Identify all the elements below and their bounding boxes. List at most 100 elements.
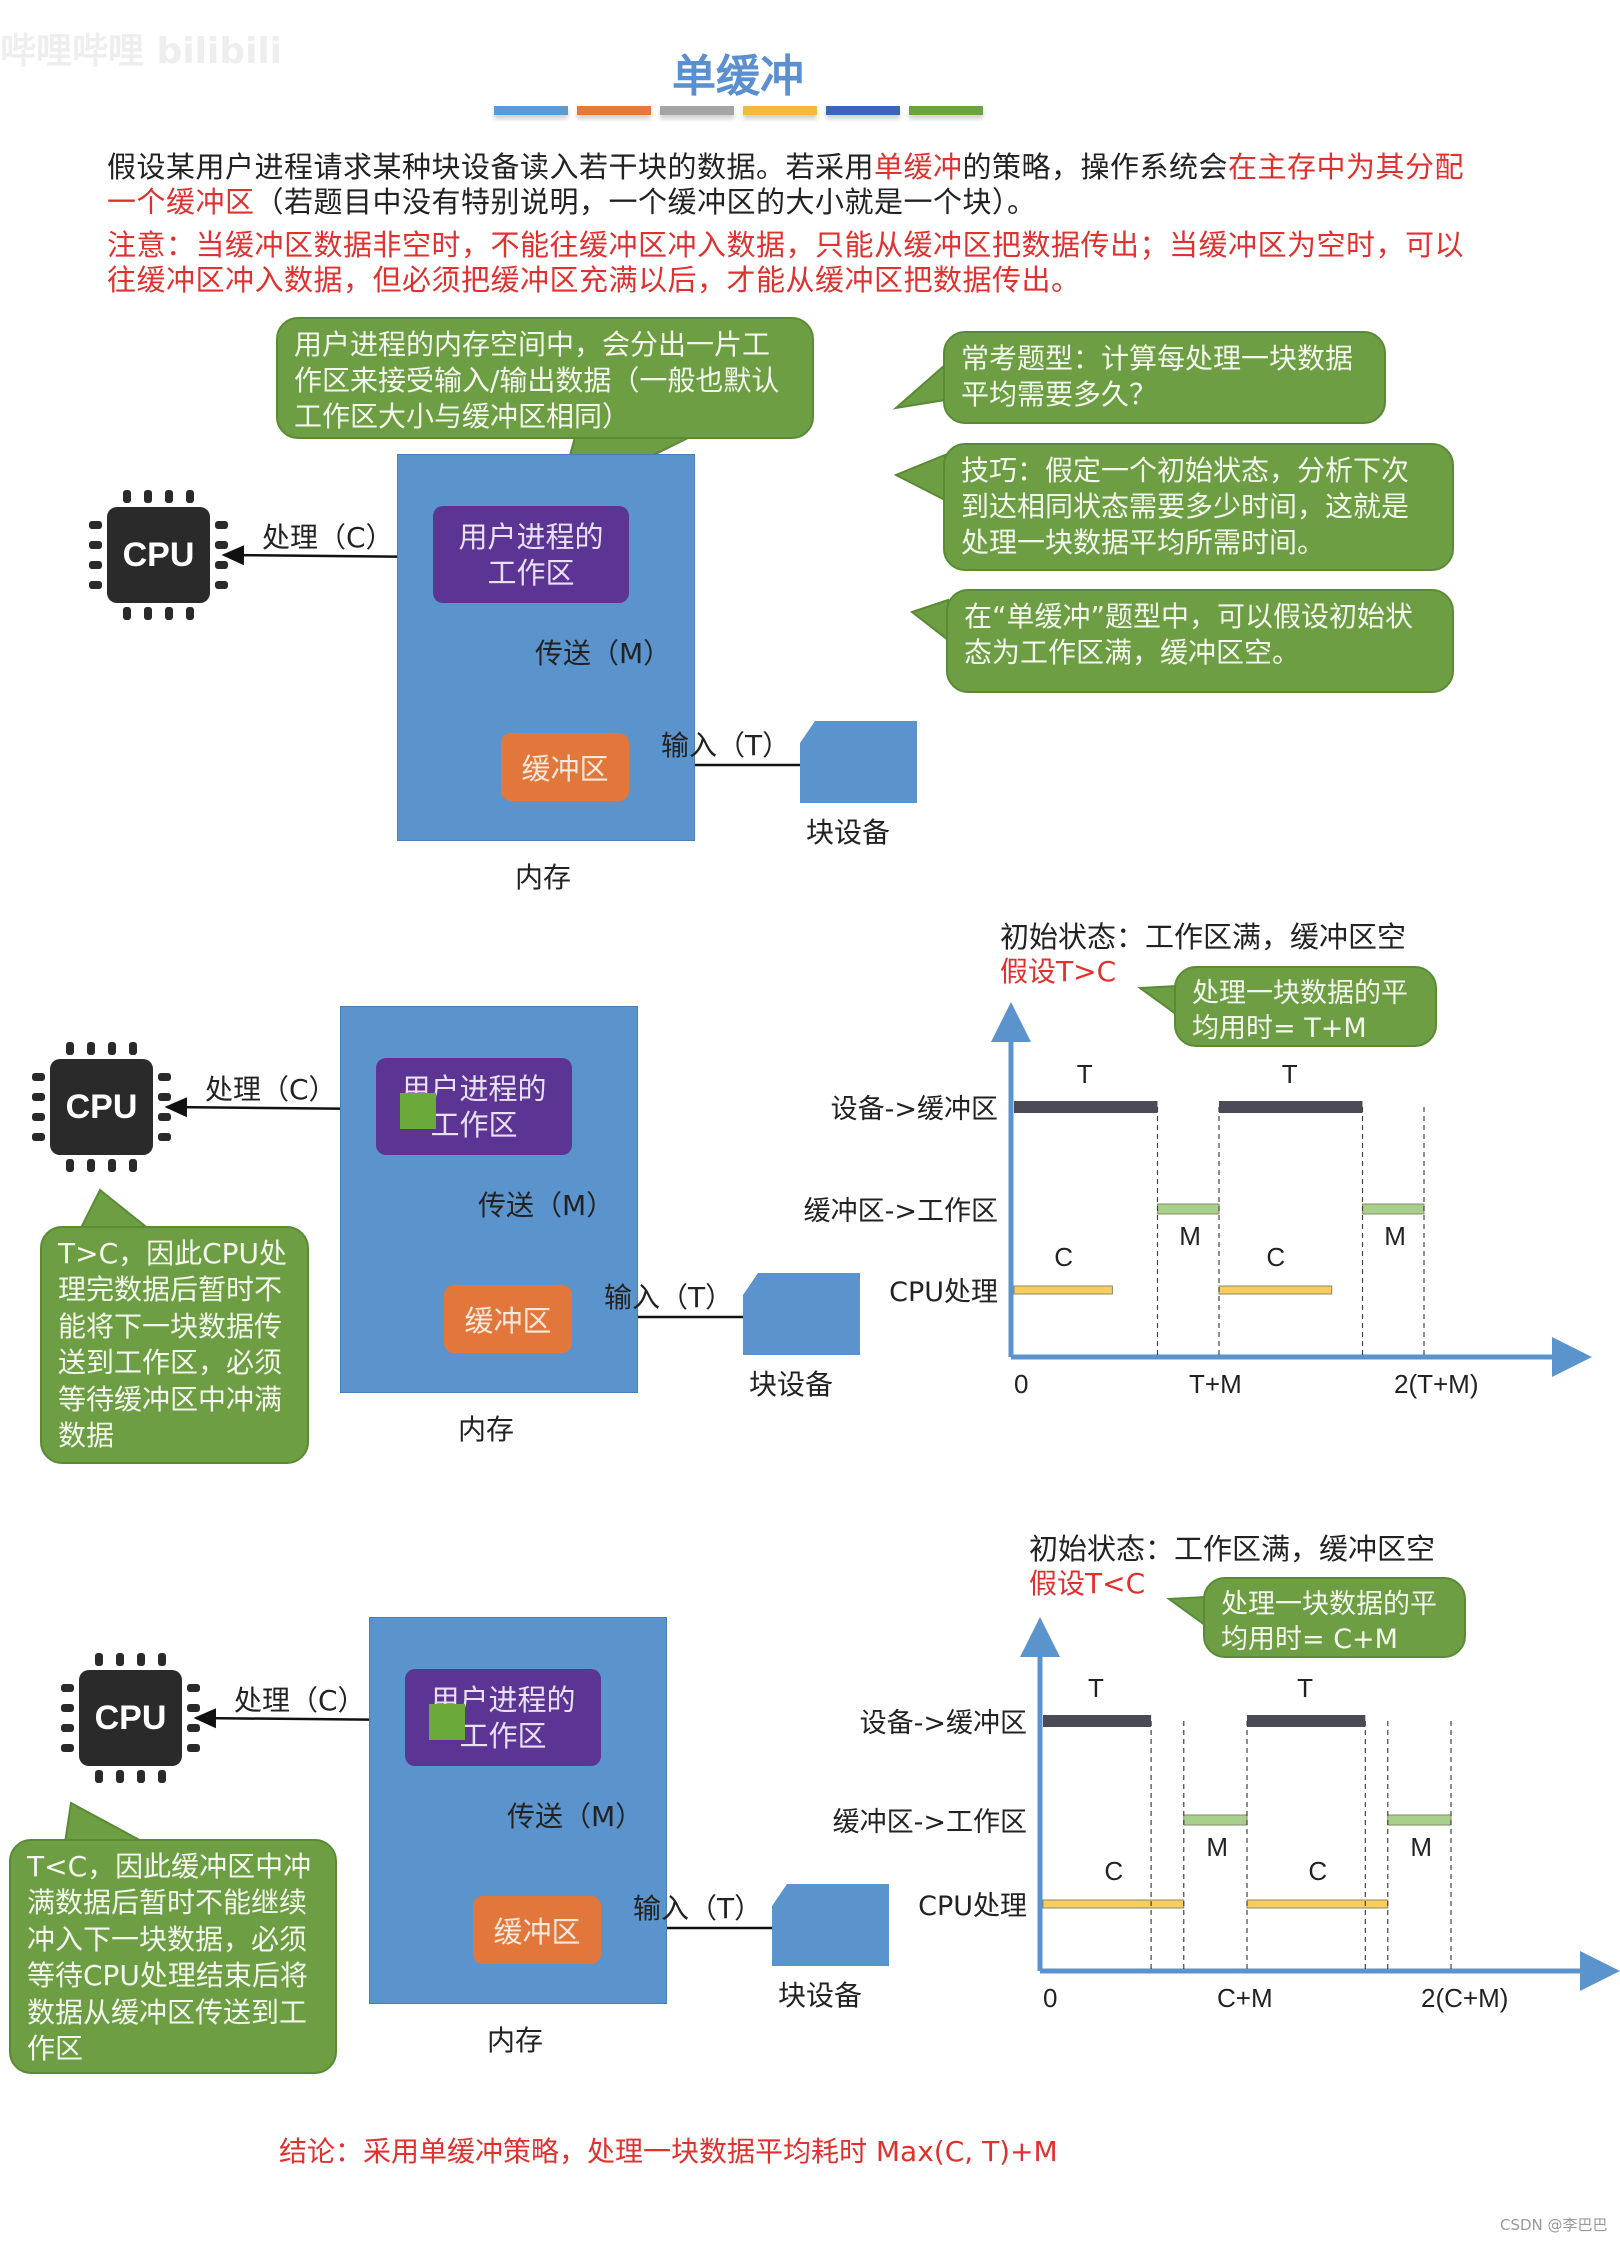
row-label: CPU处理	[889, 1277, 998, 1308]
segment-bar-M	[1183, 1814, 1248, 1826]
segment-label: M	[1410, 1832, 1433, 1862]
cpu-pin	[123, 607, 131, 620]
buffer-box: 缓冲区	[444, 1285, 572, 1353]
memory-callout: 用户进程的内存空间中，会分出一片工作区来接受输入/输出数据（一般也默认工作区大小…	[276, 317, 814, 439]
title-underline-bar	[743, 106, 817, 115]
assumption-text: 假设T<C	[1029, 1567, 1146, 1600]
work-area-box: 用户进程的工作区	[433, 506, 629, 603]
row-label: 缓冲区->工作区	[832, 1807, 1027, 1838]
question-callout-tail	[892, 362, 946, 410]
cpu-pin	[87, 1042, 95, 1055]
memory-label: 内存	[458, 1413, 515, 1446]
cpu-pin	[129, 1159, 137, 1172]
t-less-c-note-tail	[63, 1801, 146, 1844]
x-tick-label: 0	[1014, 1369, 1029, 1399]
row-label: 缓冲区->工作区	[803, 1196, 998, 1227]
cpu-pin	[116, 1770, 124, 1783]
highlight-text: 在主存中为其分配一个缓冲区	[107, 150, 1465, 219]
segment-label: T	[1076, 1059, 1093, 1089]
cpu-pin	[32, 1133, 45, 1141]
segment-label: M	[1384, 1221, 1406, 1251]
conclusion: 结论：采用单缓冲策略，处理一块数据平均耗时 Max(C, T)+M	[279, 2135, 1058, 2168]
cpu-pin	[165, 607, 173, 620]
segment-label: M	[1179, 1221, 1201, 1251]
transfer-label: 传送（M）	[507, 1800, 644, 1833]
memory-label: 内存	[487, 2024, 544, 2057]
cpu-pin	[215, 561, 228, 569]
input-label: 输入（T）	[633, 1892, 763, 1925]
cpu-icon: CPU	[79, 1670, 182, 1766]
intro-text: 假设某用户进程请求某种块设备读入若干块的数据。若采用	[107, 150, 875, 184]
green-marker	[429, 1704, 465, 1740]
cpu-pin	[89, 561, 102, 569]
highlight-text: 单缓冲	[874, 150, 963, 184]
title-underline-bar	[577, 106, 651, 115]
segment-bar-C	[1246, 1899, 1389, 1909]
segment-bar-C	[1218, 1285, 1333, 1295]
cpu-pin	[129, 1042, 137, 1055]
work-area-label: 用户进程的	[458, 519, 604, 554]
segment-bar-C	[1042, 1899, 1185, 1909]
work-area-label: 工作区	[487, 555, 575, 590]
work-area-box: 用户进程的工作区	[405, 1669, 601, 1766]
average-time-callout: 处理一块数据的平均用时= T+M	[1174, 966, 1437, 1047]
buffer-box: 缓冲区	[473, 1896, 601, 1964]
cpu-pin	[61, 1684, 74, 1692]
tip-callout-tail	[893, 453, 946, 502]
cpu-pin	[32, 1073, 45, 1081]
cpu-pin	[116, 1653, 124, 1666]
block-device-icon	[800, 721, 917, 803]
initial-state-callout-tail	[909, 598, 949, 643]
cpu-pin	[95, 1653, 103, 1666]
cpu-pin	[123, 490, 131, 503]
cpu-pin	[61, 1744, 74, 1752]
segment-bar-T	[1219, 1101, 1363, 1113]
intro-paragraph: 假设某用户进程请求某种块设备读入若干块的数据。若采用单缓冲的策略，操作系统会在主…	[107, 150, 1487, 220]
cpu-pin	[144, 490, 152, 503]
cpu-pin	[95, 1770, 103, 1783]
segment-bar-T	[1247, 1715, 1366, 1727]
segment-label: T	[1281, 1059, 1298, 1089]
t-greater-c-note-tail	[78, 1188, 153, 1231]
cpu-pin	[187, 1704, 200, 1712]
row-label: CPU处理	[918, 1891, 1027, 1922]
work-area-label: 工作区	[459, 1718, 547, 1753]
segment-bar-T	[1014, 1101, 1158, 1113]
segment-label: T	[1297, 1673, 1314, 1703]
segment-bar-M	[1157, 1203, 1220, 1215]
x-tick-label: 2(T+M)	[1394, 1369, 1479, 1399]
cpu-pin	[32, 1113, 45, 1121]
note-paragraph: 注意：当缓冲区数据非空时，不能往缓冲区冲入数据，只能从缓冲区把数据传出；当缓冲区…	[107, 228, 1465, 297]
cpu-icon: CPU	[50, 1059, 153, 1155]
cpu-pin	[108, 1159, 116, 1172]
initial-state-callout: 在“单缓冲”题型中，可以假设初始状态为工作区满，缓冲区空。	[946, 589, 1454, 693]
segment-label: T	[1088, 1673, 1104, 1703]
initial-state-text: 初始状态：工作区满，缓冲区空	[1000, 920, 1407, 954]
tip-callout: 技巧：假定一个初始状态，分析下次到达相同状态需要多少时间，这就是处理一块数据平均…	[943, 443, 1454, 571]
question-callout: 常考题型：计算每处理一块数据平均需要多久？	[943, 331, 1386, 424]
cpu-pin	[158, 1770, 166, 1783]
cpu-pin	[186, 490, 194, 503]
cpu-pin	[186, 607, 194, 620]
cpu-pin	[215, 581, 228, 589]
row-label: 设备->缓冲区	[830, 1094, 998, 1125]
process-label: 处理（C）	[205, 1073, 337, 1106]
cpu-pin	[158, 1073, 171, 1081]
title-underline-bar	[494, 106, 568, 115]
buffer-box: 缓冲区	[501, 733, 629, 801]
work-area-label: 工作区	[430, 1107, 518, 1142]
block-device-label: 块设备	[806, 816, 891, 849]
memory-label: 内存	[515, 861, 572, 894]
title-underline-bar	[909, 106, 983, 115]
transfer-label: 传送（M）	[535, 637, 672, 670]
average-time-callout: 处理一块数据的平均用时= C+M	[1203, 1577, 1466, 1658]
cpu-pin	[144, 607, 152, 620]
cpu-pin	[158, 1113, 171, 1121]
segment-label: C	[1104, 1856, 1124, 1886]
process-label: 处理（C）	[234, 1684, 366, 1717]
transfer-label: 传送（M）	[478, 1189, 615, 1222]
segment-bar-T	[1043, 1715, 1152, 1727]
cpu-pin	[108, 1042, 116, 1055]
t-less-c-note: T<C，因此缓冲区中冲满数据后暂时不能继续冲入下一块数据，必须等待CPU处理结束…	[9, 1839, 337, 2074]
t-greater-c-note: T>C，因此CPU处理完数据后暂时不能将下一块数据传送到工作区，必须等待缓冲区中…	[40, 1226, 309, 1464]
